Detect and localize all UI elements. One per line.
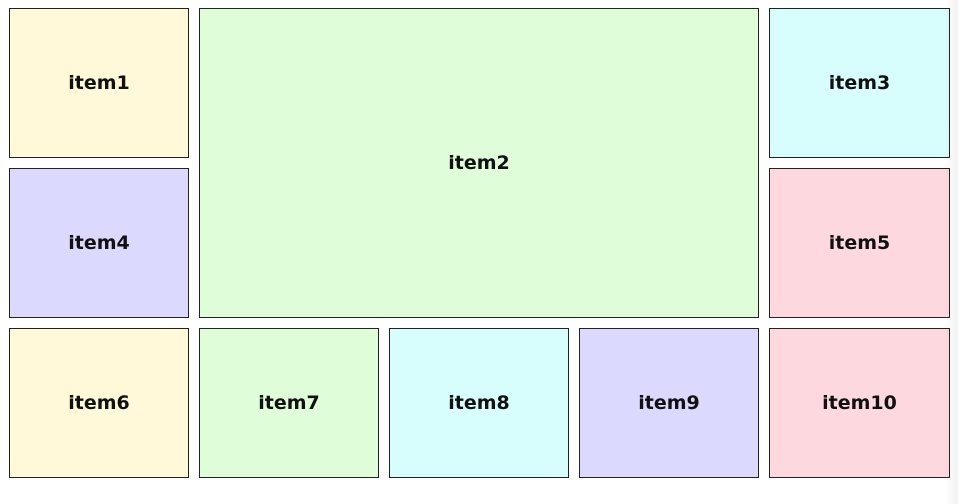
grid-item-8: item8 [389,328,569,478]
grid-item-4: item4 [9,168,189,318]
grid-item-9: item9 [579,328,759,478]
grid-item-1: item1 [9,8,189,158]
grid-item-2: item2 [199,8,759,318]
grid-item-6: item6 [9,328,189,478]
grid-container: item1 item2 item3 item4 item5 item6 item… [9,8,950,478]
grid-item-5: item5 [769,168,950,318]
grid-item-10: item10 [769,328,950,478]
grid-item-3: item3 [769,8,950,158]
grid-item-7: item7 [199,328,379,478]
